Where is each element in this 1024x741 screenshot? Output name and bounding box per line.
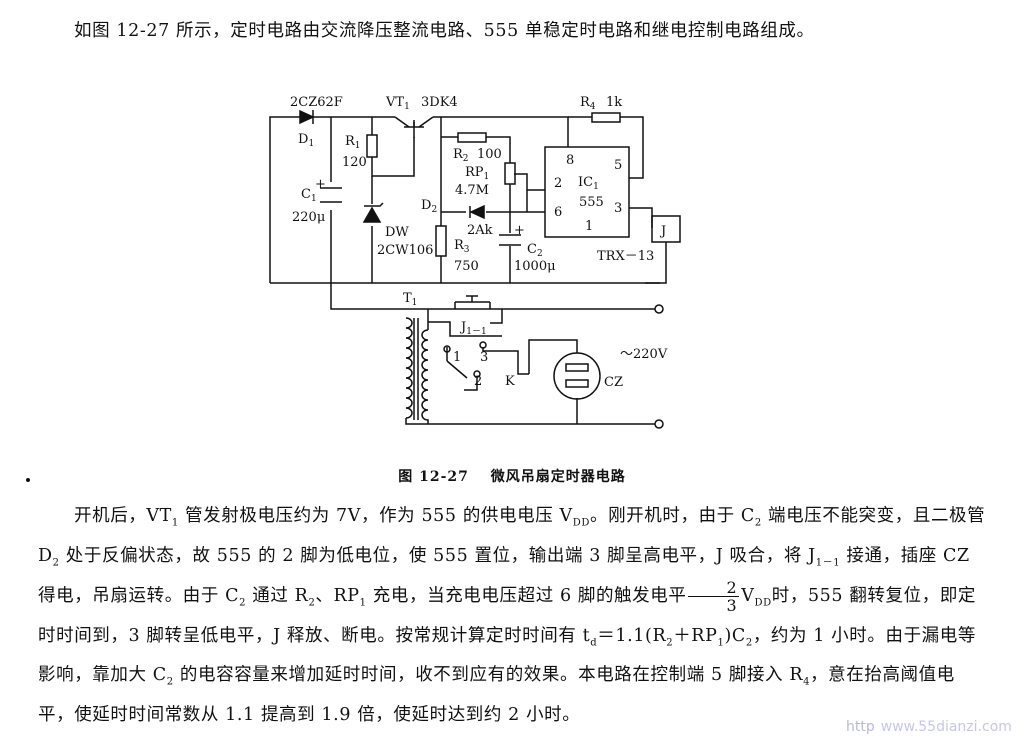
r1-label: R1	[345, 134, 361, 151]
pin-2-label: 2	[554, 176, 562, 191]
r2-value: 100	[477, 147, 502, 162]
figure-caption: 图 12-27 微风吊扇定时器电路	[0, 466, 1024, 486]
intro-paragraph: 如图 12-27 所示，定时电路由交流降压整流电路、555 单稳定时电路和继电控…	[74, 21, 815, 41]
d1-label: D1	[298, 132, 314, 149]
t1-label: T1	[403, 291, 417, 308]
pin-8-label: 8	[566, 153, 574, 168]
socket-cz-symbol	[553, 352, 601, 400]
relay-contact-j1-1-symbol	[455, 295, 490, 303]
relay-j-label: J	[659, 224, 666, 239]
zener-dw-symbol	[362, 202, 384, 223]
margin-dot	[26, 478, 30, 482]
r1-value: 120	[342, 155, 367, 170]
resistor-r3-symbol	[435, 225, 447, 257]
figure-caption-title: 微风吊扇定时器电路	[490, 469, 626, 485]
c2-value: 1000μ	[514, 259, 556, 274]
diode-d2-symbol	[469, 204, 485, 220]
resistor-r4-symbol	[591, 112, 621, 123]
c1-value: 220μ	[292, 210, 325, 225]
watermark-left: http	[846, 719, 875, 735]
r3-label: R3	[454, 238, 470, 255]
pin-1-label: 1	[585, 219, 593, 234]
transformer-t1-symbol	[405, 317, 429, 425]
mains-terminal-bottom	[654, 419, 664, 429]
r3-value: 750	[454, 259, 479, 274]
watermark-site: www.55dianzi.com	[880, 719, 1012, 735]
d2-label: D2	[421, 198, 437, 215]
pin-6-label: 6	[554, 205, 562, 220]
socket-cz-label: CZ	[604, 375, 623, 390]
c1-label: C1	[301, 187, 317, 204]
resistor-r2-symbol	[457, 132, 487, 143]
switch-pos-3-label: 3	[480, 350, 488, 365]
resistor-r1-symbol	[366, 134, 378, 158]
potentiometer-rp1-symbol	[504, 162, 516, 185]
dw-part-label: 2CW106	[377, 243, 433, 258]
rp1-label: RP1	[465, 165, 489, 182]
pin-3-label: 3	[614, 201, 622, 216]
ic1-part-label: 555	[579, 195, 604, 210]
c2-label: C2	[527, 242, 543, 259]
rp1-value: 4.7M	[455, 183, 489, 198]
c2-plus: +	[514, 223, 525, 238]
r2-label: R2	[453, 147, 469, 164]
vt1-label: VT1	[385, 95, 410, 112]
capacitor-c2-symbol	[499, 234, 521, 246]
contact-j1-1-label: J1－1	[459, 320, 487, 337]
circuit-wiring	[269, 116, 681, 425]
c1-plus: +	[315, 177, 326, 192]
figure-caption-number: 图 12-27	[398, 469, 469, 485]
mains-voltage-label: ～220V	[620, 347, 668, 362]
mains-terminal-top	[654, 304, 664, 314]
r4-value: 1k	[606, 95, 622, 110]
body-paragraph: 开机后，VT1 管发射极电压约为 7V，作为 555 的供电电压 VDD。刚开机…	[38, 506, 986, 725]
dw-label: DW	[385, 225, 409, 240]
transistor-vt1-symbol	[404, 120, 424, 128]
pin-5-label: 5	[614, 158, 622, 173]
d1-part-label: 2CZ62F	[290, 95, 343, 110]
d2-part-label: 2Ak	[467, 223, 493, 238]
vt1-part-label: 3DK4	[421, 95, 458, 110]
switch-pos-2-label: 2	[474, 374, 482, 389]
watermark: http www.55dianzi.com	[846, 719, 1012, 735]
r4-label: R4	[580, 95, 596, 112]
ic1-label: IC1	[578, 175, 599, 192]
switch-k-label: K	[505, 374, 515, 389]
switch-pos-1-label: 1	[453, 350, 461, 365]
relay-part-label: TRX－13	[597, 249, 654, 264]
capacitor-c1-symbol	[320, 187, 342, 203]
diode-d1-symbol	[299, 109, 318, 125]
